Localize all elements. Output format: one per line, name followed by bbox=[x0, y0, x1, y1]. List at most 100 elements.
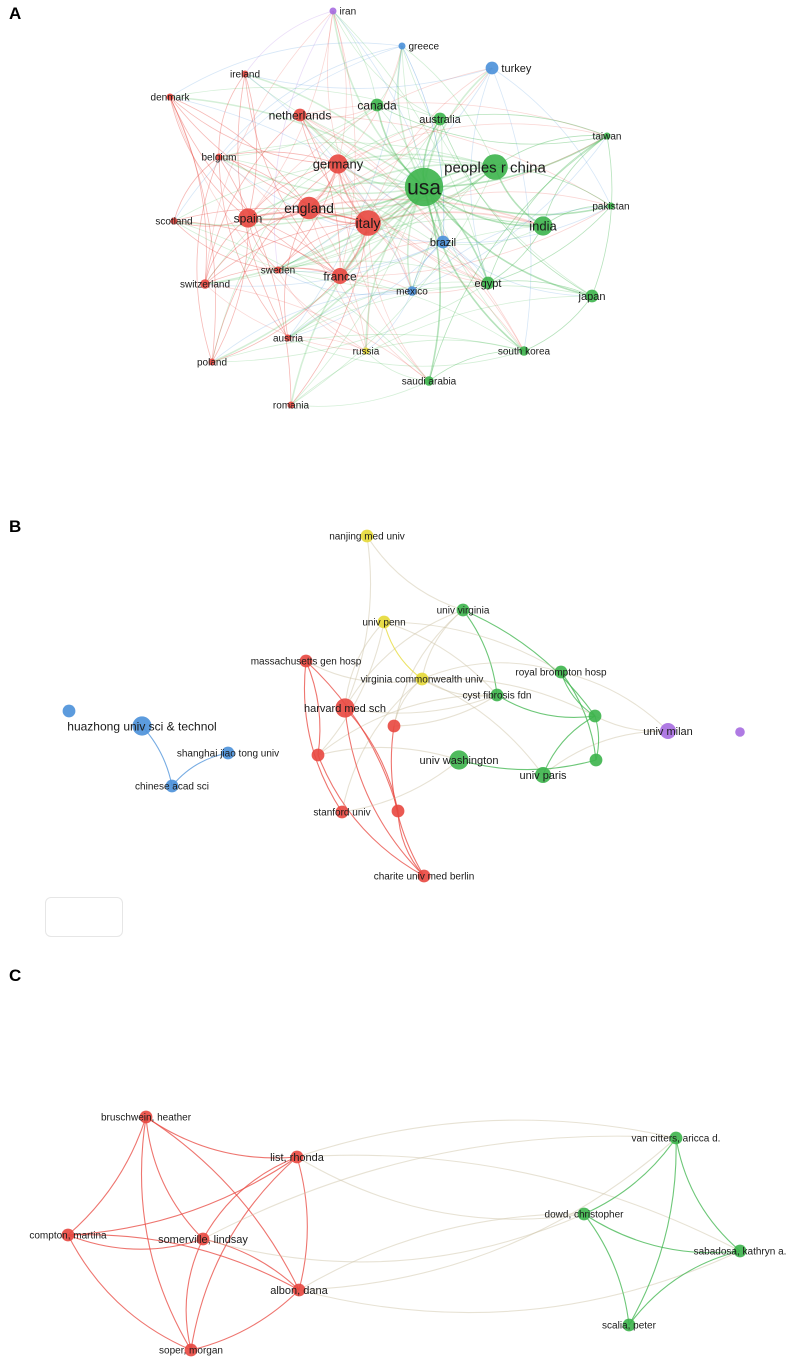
node-denmark[interactable] bbox=[166, 93, 174, 101]
edge-b-green-1-univ-paris bbox=[542, 715, 596, 776]
edge-cyst-fibrosis-fdn-harvard-med-sch bbox=[344, 694, 498, 714]
edge-univ-virginia-virginia-commonwealth-univ bbox=[421, 609, 464, 680]
edge-univ-virginia-cyst-fibrosis-fdn bbox=[462, 609, 498, 696]
edge-switzerland-saudi-arabia bbox=[204, 283, 430, 382]
node-label-france: france bbox=[323, 269, 357, 283]
node-label-greece: greece bbox=[409, 42, 440, 53]
node-b-red-1[interactable] bbox=[387, 719, 401, 733]
node-albon-dana[interactable] bbox=[292, 1283, 306, 1297]
node-chinese-acad-sci[interactable] bbox=[165, 779, 179, 793]
node-b-blue-1[interactable] bbox=[62, 704, 76, 718]
edge-peoples-r-china-mexico bbox=[411, 166, 496, 292]
edge-ireland-austria bbox=[237, 73, 289, 339]
node-shanghai-jiao-tong-univ[interactable] bbox=[221, 746, 235, 760]
node-spain[interactable] bbox=[238, 208, 258, 228]
node-compton-martina[interactable] bbox=[61, 1228, 75, 1242]
node-egypt[interactable] bbox=[481, 276, 495, 290]
node-somerville-lindsay[interactable] bbox=[196, 1232, 210, 1246]
node-label-poland: poland bbox=[197, 358, 227, 369]
node-label-stanford-univ: stanford univ bbox=[313, 808, 370, 819]
edge-japan-romania bbox=[290, 295, 593, 406]
node-massachusetts-gen-hosp[interactable] bbox=[299, 654, 313, 668]
node-sweden[interactable] bbox=[274, 266, 282, 274]
node-taiwan[interactable] bbox=[603, 132, 611, 140]
node-b-purple-1[interactable] bbox=[735, 727, 745, 737]
edge-france-switzerland bbox=[204, 267, 341, 285]
node-netherlands[interactable] bbox=[293, 108, 307, 122]
edge-somerville-lindsay-soper-morgan bbox=[185, 1238, 204, 1351]
node-austria[interactable] bbox=[284, 334, 292, 342]
node-b-green-1[interactable] bbox=[588, 709, 602, 723]
node-peoples-r-china[interactable] bbox=[482, 154, 508, 180]
node-b-red-2[interactable] bbox=[311, 748, 325, 762]
node-saudi-arabia[interactable] bbox=[424, 376, 434, 386]
node-bruschwein-heather[interactable] bbox=[139, 1110, 153, 1124]
edge-taiwan-mexico bbox=[411, 135, 608, 292]
node-belgium[interactable] bbox=[215, 153, 223, 161]
node-poland[interactable] bbox=[208, 358, 216, 366]
node-univ-virginia[interactable] bbox=[456, 603, 470, 617]
edge-italy-saudi-arabia bbox=[367, 222, 430, 382]
node-cyst-fibrosis-fdn[interactable] bbox=[490, 688, 504, 702]
node-switzerland[interactable] bbox=[200, 279, 210, 289]
node-greece[interactable] bbox=[398, 42, 406, 50]
node-harvard-med-sch[interactable] bbox=[335, 698, 355, 718]
node-canada[interactable] bbox=[370, 98, 384, 112]
node-label-peoples-r-china: peoples r china bbox=[444, 159, 546, 176]
node-van-citters-aricca-d[interactable] bbox=[669, 1131, 683, 1145]
edge-belgium-russia bbox=[218, 156, 367, 352]
node-univ-penn[interactable] bbox=[377, 615, 391, 629]
node-list-rhonda[interactable] bbox=[290, 1150, 304, 1164]
node-england[interactable] bbox=[297, 196, 321, 220]
edge-greece-brazil bbox=[401, 45, 445, 243]
edge-brazil-switzerland bbox=[204, 241, 444, 287]
node-brazil[interactable] bbox=[436, 235, 450, 249]
node-royal-brompton-hosp[interactable] bbox=[554, 665, 568, 679]
node-south-korea[interactable] bbox=[519, 346, 529, 356]
node-ireland[interactable] bbox=[241, 70, 249, 78]
node-france[interactable] bbox=[332, 268, 348, 284]
node-virginia-commonwealth-univ[interactable] bbox=[415, 672, 429, 686]
node-turkey[interactable] bbox=[485, 61, 499, 75]
node-scotland[interactable] bbox=[170, 217, 178, 225]
edge-nanjing-med-univ-univ-virginia bbox=[366, 535, 464, 611]
edge-royal-brompton-hosp-univ-milan bbox=[560, 671, 669, 732]
node-japan[interactable] bbox=[585, 289, 599, 303]
node-univ-paris[interactable] bbox=[535, 767, 551, 783]
node-pakistan[interactable] bbox=[607, 202, 615, 210]
node-romania[interactable] bbox=[287, 401, 295, 409]
edge-denmark-poland bbox=[169, 96, 216, 363]
node-univ-milan[interactable] bbox=[660, 723, 676, 739]
node-australia[interactable] bbox=[433, 112, 447, 126]
node-dowd-christopher[interactable] bbox=[577, 1207, 591, 1221]
node-charite-univ-med-berlin[interactable] bbox=[417, 869, 431, 883]
node-russia[interactable] bbox=[362, 347, 370, 355]
panel-letter-b: B bbox=[9, 517, 22, 536]
edge-albon-dana-dowd-christopher bbox=[298, 1213, 585, 1291]
node-scalia-peter[interactable] bbox=[622, 1318, 636, 1332]
node-sabadosa-kathryn-a[interactable] bbox=[733, 1244, 747, 1258]
node-italy[interactable] bbox=[355, 210, 381, 236]
node-label-italy: italy bbox=[356, 215, 381, 231]
node-label-bruschwein-heather: bruschwein, heather bbox=[101, 1113, 192, 1124]
node-stanford-univ[interactable] bbox=[335, 805, 349, 819]
node-univ-washington[interactable] bbox=[449, 750, 469, 770]
node-iran[interactable] bbox=[329, 7, 337, 15]
node-label-iran: iran bbox=[340, 7, 357, 18]
node-b-green-2[interactable] bbox=[589, 753, 603, 767]
node-huazhong-univ-sci-technol[interactable] bbox=[132, 716, 152, 736]
node-b-red-3[interactable] bbox=[391, 804, 405, 818]
edge-brazil-austria bbox=[287, 241, 444, 339]
edge-b-red-3-charite-univ-med-berlin bbox=[397, 810, 425, 877]
node-label-usa: usa bbox=[407, 177, 441, 200]
edge-germany-russia bbox=[337, 163, 370, 352]
edge-england-saudi-arabia bbox=[308, 207, 430, 382]
node-usa[interactable] bbox=[404, 167, 444, 207]
node-soper-morgan[interactable] bbox=[184, 1343, 198, 1357]
node-label-albon-dana: albon, dana bbox=[270, 1285, 328, 1297]
node-india[interactable] bbox=[533, 216, 553, 236]
node-germany[interactable] bbox=[328, 154, 348, 174]
node-mexico[interactable] bbox=[407, 286, 417, 296]
edge-canada-poland bbox=[211, 104, 378, 363]
node-nanjing-med-univ[interactable] bbox=[360, 529, 374, 543]
